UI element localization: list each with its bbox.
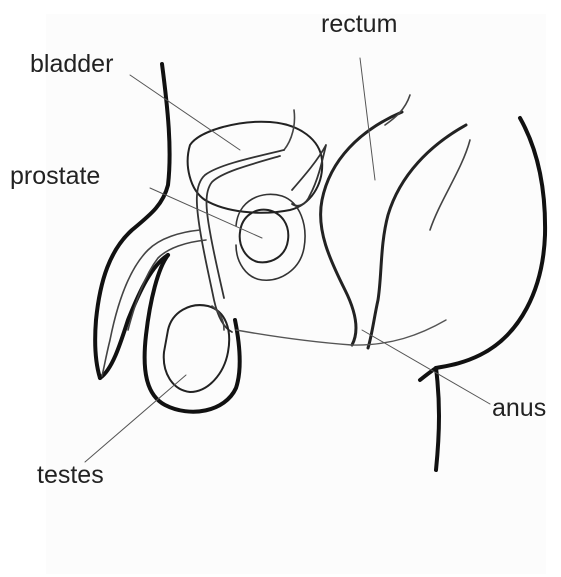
leader-line-testes	[85, 375, 186, 462]
epididymis-line	[212, 306, 224, 330]
leader-line-rectum	[360, 58, 375, 180]
label-prostate: prostate	[10, 164, 100, 189]
rectum-inner-fold	[385, 95, 410, 125]
rectum-wall-front	[321, 112, 402, 345]
body-outline-front	[95, 64, 169, 378]
label-bladder: bladder	[30, 52, 113, 77]
label-rectum: rectum	[321, 12, 397, 37]
prostate-capsule	[236, 194, 305, 280]
thigh-back-outline	[436, 368, 439, 470]
label-anus: anus	[492, 396, 546, 421]
vas-deferens-top	[284, 110, 295, 150]
leader-line-prostate	[150, 188, 262, 238]
urethra-loop-inner	[207, 156, 281, 298]
leader-line-bladder	[130, 75, 240, 150]
buttock-outline	[436, 118, 545, 368]
rectum-wall-back	[368, 125, 466, 348]
leader-line-anus	[362, 330, 490, 404]
thigh-back-tick	[420, 368, 436, 380]
prostate-gland	[240, 210, 289, 263]
label-testes: testes	[37, 463, 104, 488]
rectum-inner-fold-2	[430, 140, 470, 230]
perineum-line	[236, 320, 446, 345]
bladder-shape	[188, 122, 322, 213]
scrotum-outline	[145, 255, 240, 412]
